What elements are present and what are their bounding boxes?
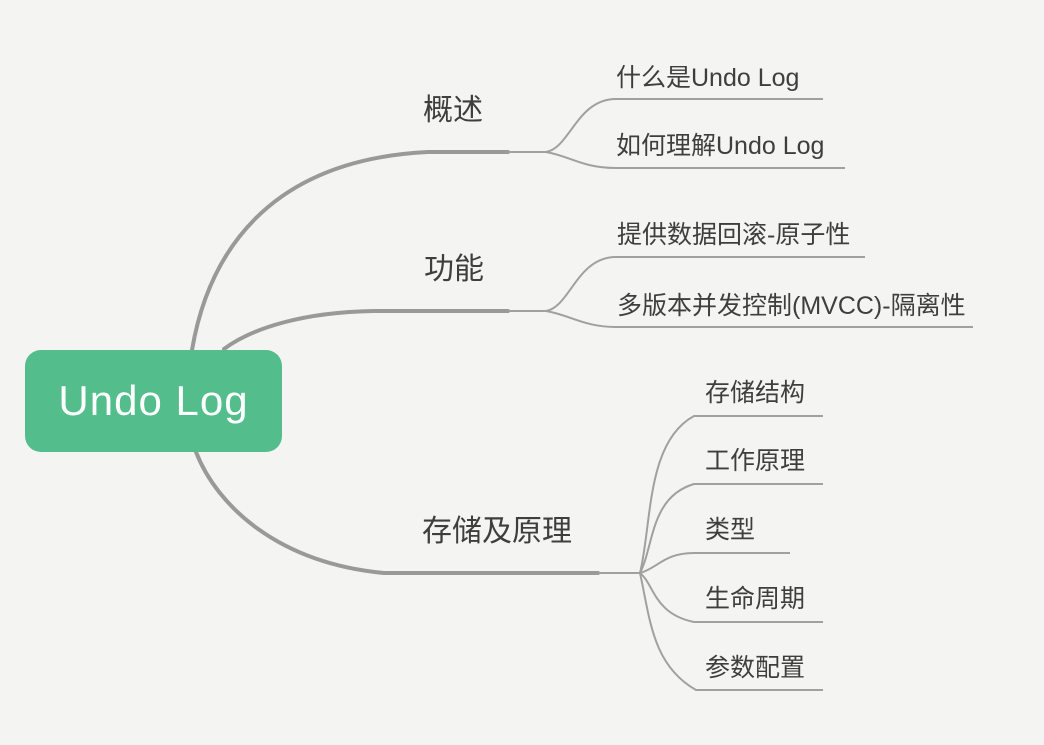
child-lifecycle[interactable]: 生命周期	[705, 585, 806, 613]
branch-line-storage-principles	[194, 450, 600, 575]
child-mvcc-isolation[interactable]: 多版本并发控制(MVCC)-隔离性	[617, 292, 966, 320]
child-line-rollback-atomicity	[545, 256, 865, 312]
branch-storage-principles[interactable]: 存储及原理	[422, 515, 572, 548]
branch-functions[interactable]: 功能	[424, 253, 484, 286]
branch-line-functions	[222, 309, 510, 351]
child-what-is-undo-log[interactable]: 什么是Undo Log	[616, 64, 800, 92]
child-line-what-is-undo-log	[545, 98, 823, 153]
branch-line-overview	[190, 150, 510, 352]
child-line-mvcc-isolation	[545, 310, 973, 328]
child-storage-structure[interactable]: 存储结构	[705, 379, 806, 407]
child-data-rollback-atomicity[interactable]: 提供数据回滚-原子性	[617, 221, 851, 249]
child-types[interactable]: 类型	[705, 516, 756, 544]
child-line-lifecycle	[639, 572, 823, 623]
root-node-label: Undo Log	[58, 377, 249, 424]
child-line-working-principle	[639, 483, 823, 574]
branch-overview[interactable]: 概述	[423, 94, 483, 127]
child-line-types	[639, 552, 790, 574]
child-how-to-understand-undo-log[interactable]: 如何理解Undo Log	[616, 132, 825, 160]
root-node-undo-log[interactable]: Undo Log	[25, 350, 282, 452]
child-line-storage-structure	[639, 415, 823, 574]
child-line-how-to-understand	[545, 151, 845, 169]
child-parameter-config[interactable]: 参数配置	[705, 654, 806, 682]
child-line-parameter-config	[639, 572, 823, 691]
child-working-principle[interactable]: 工作原理	[705, 447, 806, 475]
